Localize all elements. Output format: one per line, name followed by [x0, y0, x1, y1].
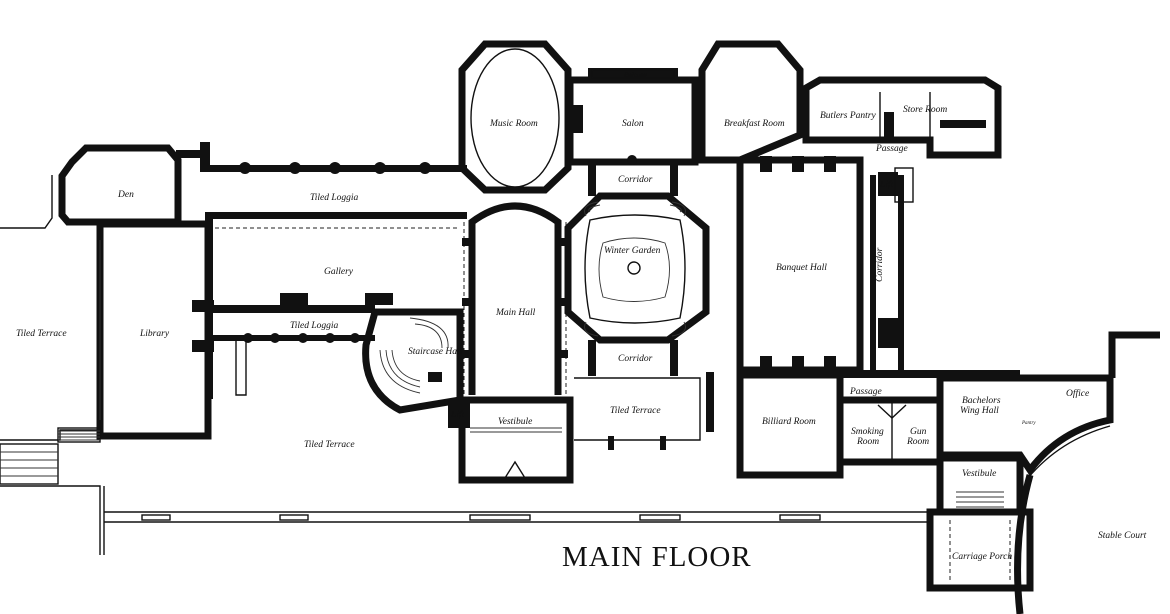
label-passage-top: Passage [875, 144, 908, 154]
label-corridor-top: Corridor [618, 175, 653, 185]
label-passage-mid: Passage [849, 387, 882, 397]
central-walls [458, 40, 804, 484]
label-tiled-terrace-bottom: Tiled Terrace [304, 440, 355, 450]
label-vestibule-right: Vestibule [962, 469, 996, 479]
label-corridor-vertical: Corridor [875, 247, 885, 282]
label-store-room: Store Room [903, 105, 947, 115]
label-vestibule-main: Vestibule [498, 417, 532, 427]
label-stable-court: Stable Court [1098, 531, 1147, 541]
label-office: Office [1066, 388, 1089, 399]
label-main-hall: Main Hall [495, 308, 536, 318]
label-gun-room: Room [906, 437, 929, 447]
label-gallery: Gallery [324, 267, 354, 277]
label-pantry-small: Pantry [1021, 421, 1036, 426]
label-tiled-terrace-center: Tiled Terrace [610, 406, 661, 416]
label-butlers-pantry: Butlers Pantry [820, 111, 876, 121]
winter-garden-steps [584, 201, 686, 337]
label-balcony: Balcony [624, 71, 648, 79]
label-staircase-hall: Staircase Hall [408, 347, 463, 357]
right-wing-walls [706, 76, 1160, 614]
label-tiled-loggia-top: Tiled Loggia [310, 193, 359, 203]
vestibule-right-steps [956, 491, 1004, 508]
label-den: Den [117, 190, 134, 200]
label-gun: Gun [910, 427, 927, 437]
left-wing-walls [0, 142, 214, 555]
label-tiled-loggia-mid: Tiled Loggia [290, 321, 339, 331]
label-corridor-bottom: Corridor [618, 354, 653, 364]
label-wing-hall: Wing Hall [960, 406, 999, 416]
label-billiard-room: Billiard Room [762, 417, 816, 427]
label-lift-left: Lift [450, 409, 465, 420]
label-salon: Salon [622, 119, 644, 129]
plan-title: MAIN FLOOR [562, 541, 752, 573]
label-bachelors: Bachelors [962, 396, 1001, 406]
room-labels: Music Room Balcony Salon Breakfast Room … [16, 71, 1147, 562]
label-winter-garden: Winter Garden [604, 246, 661, 256]
staircase [379, 317, 449, 394]
terrace-balustrade [104, 511, 930, 523]
label-library: Library [139, 329, 170, 339]
label-smoking: Smoking [851, 427, 884, 437]
label-smoking-room: Room [856, 437, 879, 447]
label-lift-right: Lift [879, 179, 894, 190]
label-music-room: Music Room [489, 119, 538, 129]
label-tiled-terrace-left: Tiled Terrace [16, 329, 67, 339]
label-carriage-porch: Carriage Porch [952, 552, 1012, 562]
label-breakfast-room: Breakfast Room [724, 118, 785, 129]
label-banquet-hall: Banquet Hall [776, 263, 827, 273]
steps-left [0, 427, 101, 485]
